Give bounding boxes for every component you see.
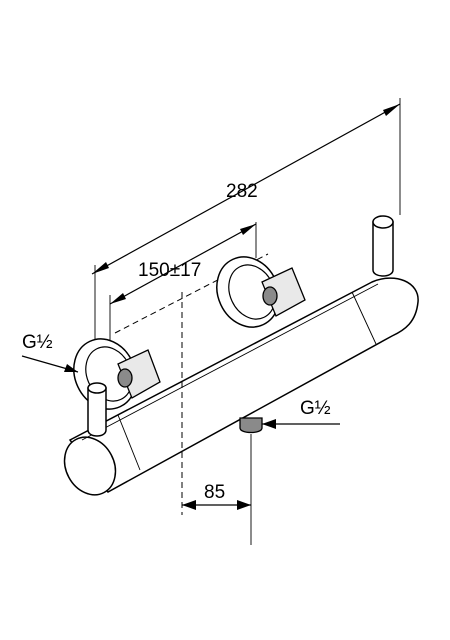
outlet-offset-label: 85 (204, 482, 225, 503)
outlet-nut (239, 417, 263, 434)
mixer-body (63, 277, 419, 496)
outlet-connector (239, 417, 263, 545)
mixer-body-tube (68, 277, 419, 493)
arrowhead-left (92, 262, 109, 274)
body-segment-line-1 (117, 414, 141, 471)
inlet-bore-left (117, 368, 133, 388)
lever-left-top (87, 382, 107, 394)
inlet-spacing-label: 150±17 (138, 260, 201, 281)
inlet-thread-label: G½ (22, 332, 53, 353)
inlet-thread-arrowhead (64, 364, 78, 372)
dimension-line-150 (109, 223, 257, 305)
arrowhead-inlet-left (110, 293, 126, 304)
dimension-overall-length: 282 (91, 98, 401, 385)
callout-inlet-thread: G½ (21, 332, 79, 373)
mixer-body-end-cap (63, 436, 117, 496)
outlet-thread-arrowhead (262, 419, 276, 429)
callout-outlet-thread: G½ (262, 398, 340, 429)
lever-right-top (372, 215, 394, 229)
arrowhead-inlet-right (240, 224, 256, 235)
control-lever-right (372, 215, 394, 277)
arrowhead-right (383, 104, 400, 116)
outlet-thread-label: G½ (300, 398, 331, 419)
arrowhead-85-right (237, 500, 251, 510)
inlet-bore-right (262, 286, 278, 306)
arrowhead-85-left (182, 500, 196, 510)
dimension-line-282 (91, 103, 401, 275)
control-lever-left (87, 382, 107, 437)
dimension-outlet-offset: 85 (181, 292, 251, 515)
lever-right-shaft (372, 221, 394, 277)
lever-left-shaft (87, 387, 107, 437)
wall-flange-left (73, 338, 161, 410)
wall-flange-right (216, 256, 306, 328)
body-highlight-line (81, 283, 379, 441)
body-segment-line-2 (351, 291, 377, 345)
overall-length-label: 282 (226, 181, 258, 202)
